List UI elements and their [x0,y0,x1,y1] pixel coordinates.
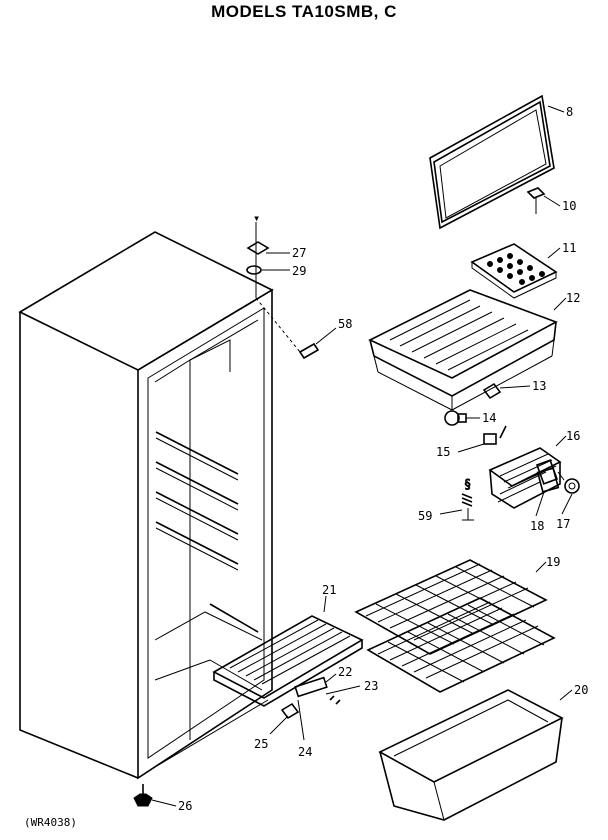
callout-18: 18 [530,519,544,533]
part-19-wire-shelves: 19 [354,555,560,693]
part-14-light-bulb: 14 [444,410,496,426]
callout-24: 24 [298,745,312,759]
part-11-ice-tray: 11 [470,241,576,299]
callout-19: 19 [546,555,560,569]
callout-11: 11 [562,241,576,255]
svg-text:§: § [464,477,471,491]
part-20-crisper-drawer: 20 [378,683,588,821]
part-18-bracket: 18 [530,467,560,533]
callout-25: 25 [254,737,268,751]
callout-58: 58 [338,317,352,331]
top-hinge-parts: ▾ 27 29 [246,211,306,353]
part-59-screw: 59 § [418,477,474,523]
part-21-glass-shelf: 21 [212,583,364,707]
callout-22: 22 [338,665,352,679]
part-8-freezer-door: 8 [429,94,573,230]
callout-27: 27 [292,246,306,260]
callout-17: 17 [556,517,570,531]
callout-20: 20 [574,683,588,697]
callout-8: 8 [566,105,573,119]
part-13: 13 [482,379,546,400]
part-10: 10 [526,187,576,214]
part-26-leveling-leg: 26 [133,784,192,813]
refrigerator-cabinet [18,231,274,780]
diagram-title: MODELS TA10SMB, C [211,2,397,21]
callout-16: 16 [566,429,580,443]
part-15-16-control: 15 16 [436,425,580,509]
callout-26: 26 [178,799,192,813]
callout-23: 23 [364,679,378,693]
reference-code: (WR4038) [24,816,77,829]
part-22-23: 22 23 [294,665,378,705]
callout-21: 21 [322,583,336,597]
callout-10: 10 [562,199,576,213]
part-24-25: 25 24 [254,699,312,759]
part-58: 58 [298,317,352,360]
shelf-rails [155,431,239,571]
callout-13: 13 [532,379,546,393]
callout-59: 59 [418,509,432,523]
callout-29: 29 [292,264,306,278]
part-12-freezer-shelf: 12 [368,289,580,411]
part-17-knob: 17 [556,471,580,531]
callout-12: 12 [566,291,580,305]
callout-14: 14 [482,411,496,425]
svg-text:▾: ▾ [253,211,260,225]
callout-15: 15 [436,445,450,459]
